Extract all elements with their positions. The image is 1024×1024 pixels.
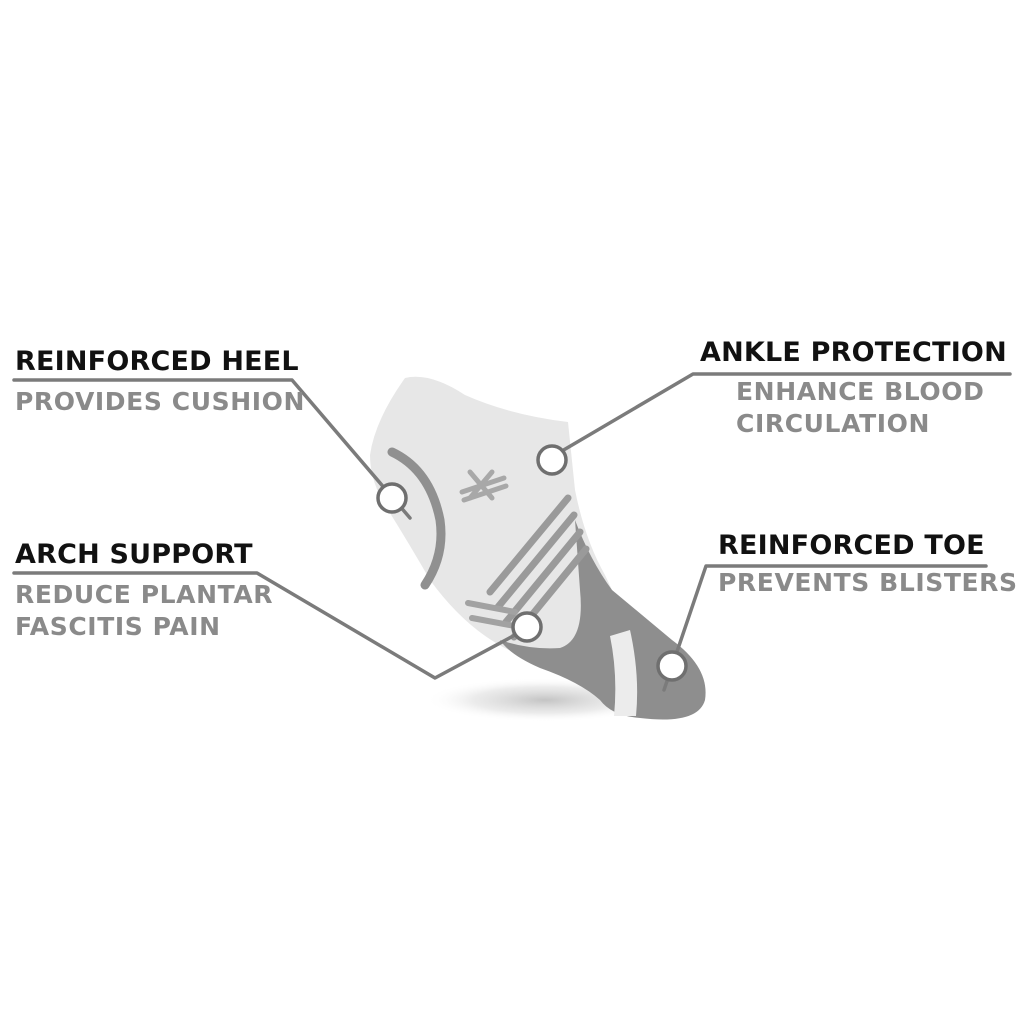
circle-marker-icon (656, 650, 688, 682)
callout-ankle-protection: ANKLE PROTECTION ENHANCE BLOOD CIRCULATI… (700, 337, 1007, 440)
callout-reinforced-toe: REINFORCED TOE PREVENTS BLISTERS (718, 530, 1018, 599)
callout-title: ARCH SUPPORT (15, 539, 253, 570)
circle-marker-icon (511, 611, 543, 643)
callout-description: REDUCE PLANTAR FASCITIS PAIN (15, 579, 273, 643)
callout-description: PROVIDES CUSHION (15, 387, 305, 416)
leader-line-heel (12, 378, 412, 520)
leader-line-ankle (548, 372, 1012, 460)
callout-description: ENHANCE BLOOD CIRCULATION (700, 376, 1007, 440)
callout-description: PREVENTS BLISTERS (718, 568, 1018, 597)
callout-arch-support: ARCH SUPPORT REDUCE PLANTAR FASCITIS PAI… (15, 539, 273, 643)
x-logo-icon (459, 469, 509, 503)
circle-markers (376, 444, 688, 682)
callout-description-line: CIRCULATION (736, 409, 931, 438)
callout-description-line: ENHANCE BLOOD (736, 377, 985, 406)
circle-marker-icon (536, 444, 568, 476)
leader-lines (12, 372, 1012, 692)
callout-description-line: REDUCE PLANTAR (15, 580, 274, 609)
toe-band (610, 630, 638, 716)
callout-title: REINFORCED TOE (718, 530, 985, 561)
callout-title: ANKLE PROTECTION (700, 337, 1007, 368)
callout-title: REINFORCED HEEL (15, 346, 299, 377)
callout-reinforced-heel: REINFORCED HEEL PROVIDES CUSHION (15, 346, 305, 418)
circle-marker-icon (376, 482, 408, 514)
leader-line-toe (662, 564, 988, 692)
callout-description-line: FASCITIS PAIN (15, 612, 221, 641)
heel-stripe (387, 447, 446, 590)
leader-line-arch (12, 571, 530, 680)
sock-sole (500, 520, 706, 720)
